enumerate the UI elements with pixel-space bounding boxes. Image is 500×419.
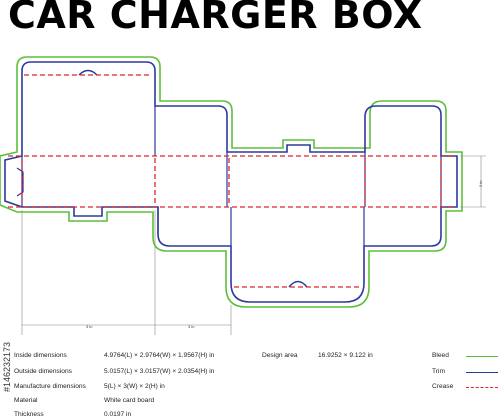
dimension-label-bottom-left: 3 in	[86, 324, 92, 329]
dimension-label-right-side: 2 in	[478, 181, 483, 187]
crease-lines	[8, 74, 455, 288]
dimension-guides	[21, 155, 486, 335]
page-title: CAR CHARGER BOX	[8, 0, 423, 37]
spec-label-material: Material	[14, 397, 38, 404]
spec-label-inside-dimensions: Inside dimensions	[14, 352, 67, 359]
dimension-label-bottom-right: 3 in	[188, 324, 194, 329]
design-area-label: Design area	[262, 352, 298, 359]
thumb-notch-top	[78, 69, 98, 76]
spec-label-outside-dimensions: Outside dimensions	[14, 368, 72, 375]
side-ear-notch	[16, 167, 24, 197]
design-area-value: 16.9252 × 9.122 in	[318, 352, 373, 359]
spec-value-manufacture-dimensions: 5(L) × 3(W) × 2(H) in	[104, 383, 165, 390]
thumb-notch-bottom	[288, 280, 308, 288]
legend-swatch-crease	[466, 387, 498, 388]
legend-swatch-bleed	[466, 356, 498, 357]
stock-image-id: #146232173	[2, 341, 12, 392]
trim-outline	[4, 61, 458, 303]
legend-swatch-trim	[466, 372, 498, 373]
legend-label-trim: Trim	[432, 368, 445, 375]
bleed-outline	[0, 56, 463, 308]
legend-label-crease: Crease	[432, 383, 454, 390]
spec-value-material: White card board	[104, 397, 155, 404]
spec-value-thickness: 0.0197 in	[104, 411, 132, 418]
spec-label-manufacture-dimensions: Manufacture dimensions	[14, 383, 86, 390]
spec-label-thickness: Thickness	[14, 411, 44, 418]
legend-label-bleed: Bleed	[432, 352, 449, 359]
spec-value-inside-dimensions: 4.9764(L) × 2.9764(W) × 1.9567(H) in	[104, 352, 215, 359]
spec-value-outside-dimensions: 5.0157(L) × 3.0157(W) × 2.0354(H) in	[104, 368, 215, 375]
